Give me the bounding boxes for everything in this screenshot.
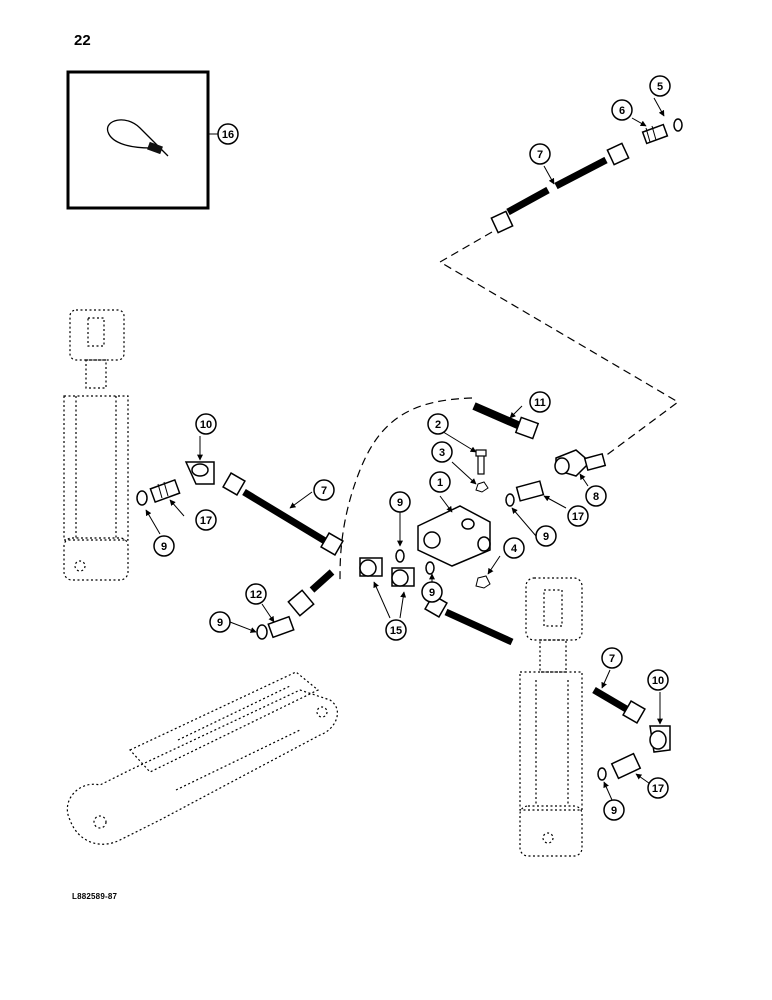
svg-text:10: 10 (652, 675, 664, 687)
svg-text:9: 9 (429, 587, 435, 599)
callout-17-right: 17 (567, 505, 589, 527)
svg-text:9: 9 (397, 497, 403, 509)
svg-text:9: 9 (543, 531, 549, 543)
svg-text:7: 7 (537, 149, 543, 161)
callout-10-left: 10 (195, 413, 217, 435)
callout-9-lower-right: 9 (603, 799, 625, 821)
callout-11: 11 (529, 391, 551, 413)
callout-3: 3 (431, 441, 453, 463)
strap-illustration (107, 119, 169, 157)
adapter-6 (641, 123, 669, 145)
callout-1: 1 (429, 471, 451, 493)
svg-text:3: 3 (439, 447, 445, 459)
svg-text:17: 17 (652, 783, 664, 795)
horizontal-cylinder (66, 671, 338, 845)
callout-10-right: 10 (647, 669, 669, 691)
callout-6: 6 (611, 99, 633, 121)
svg-text:11: 11 (534, 397, 546, 409)
svg-text:7: 7 (609, 653, 615, 665)
left-fittings (136, 461, 344, 556)
callout-7-right: 7 (601, 647, 623, 669)
right-hose-11 (472, 402, 607, 507)
svg-text:2: 2 (435, 419, 441, 431)
callout-17-left: 17 (195, 509, 217, 531)
callout-17-lower-right: 17 (647, 777, 669, 799)
svg-text:4: 4 (511, 543, 518, 555)
svg-text:7: 7 (321, 485, 327, 497)
svg-text:9: 9 (161, 541, 167, 553)
figure-code: L882589-87 (72, 892, 118, 901)
svg-text:5: 5 (657, 81, 663, 93)
callout-9-center-bottom: 9 (421, 581, 443, 603)
callout-8: 8 (585, 485, 607, 507)
callout-9-left: 9 (153, 535, 175, 557)
o-ring-5 (673, 118, 683, 132)
right-lower-fittings (592, 686, 671, 781)
callout-2: 2 (427, 413, 449, 435)
svg-text:16: 16 (222, 129, 234, 141)
callout-7-top: 7 (529, 143, 551, 165)
lower-left-hose (256, 569, 335, 640)
callout-9-lower-left: 9 (209, 611, 231, 633)
leader-lines (145, 97, 665, 801)
svg-text:17: 17 (200, 515, 212, 527)
callout-4: 4 (503, 537, 525, 559)
lower-center-hose (424, 594, 514, 646)
svg-text:15: 15 (390, 625, 402, 637)
callout-7-left: 7 (313, 479, 335, 501)
svg-text:10: 10 (200, 419, 212, 431)
svg-text:9: 9 (611, 805, 617, 817)
svg-text:6: 6 (619, 105, 625, 117)
svg-text:12: 12 (250, 589, 262, 601)
svg-text:17: 17 (572, 511, 584, 523)
page-number: 22 (74, 32, 91, 49)
center-valve (359, 449, 491, 589)
callout-9-center-top: 9 (389, 491, 411, 513)
callout-9-right: 9 (535, 525, 557, 547)
callout-15: 15 (385, 619, 407, 641)
upper-hose (490, 142, 630, 234)
svg-text:8: 8 (593, 491, 599, 503)
right-cylinder (519, 577, 583, 857)
inset-box (66, 70, 210, 210)
svg-text:9: 9 (217, 617, 223, 629)
callout-5: 5 (649, 75, 671, 97)
callout-16: 16 (217, 123, 239, 145)
svg-text:1: 1 (437, 477, 443, 489)
callout-12: 12 (245, 583, 267, 605)
routing-lines (339, 231, 680, 581)
left-cylinder (63, 309, 129, 581)
